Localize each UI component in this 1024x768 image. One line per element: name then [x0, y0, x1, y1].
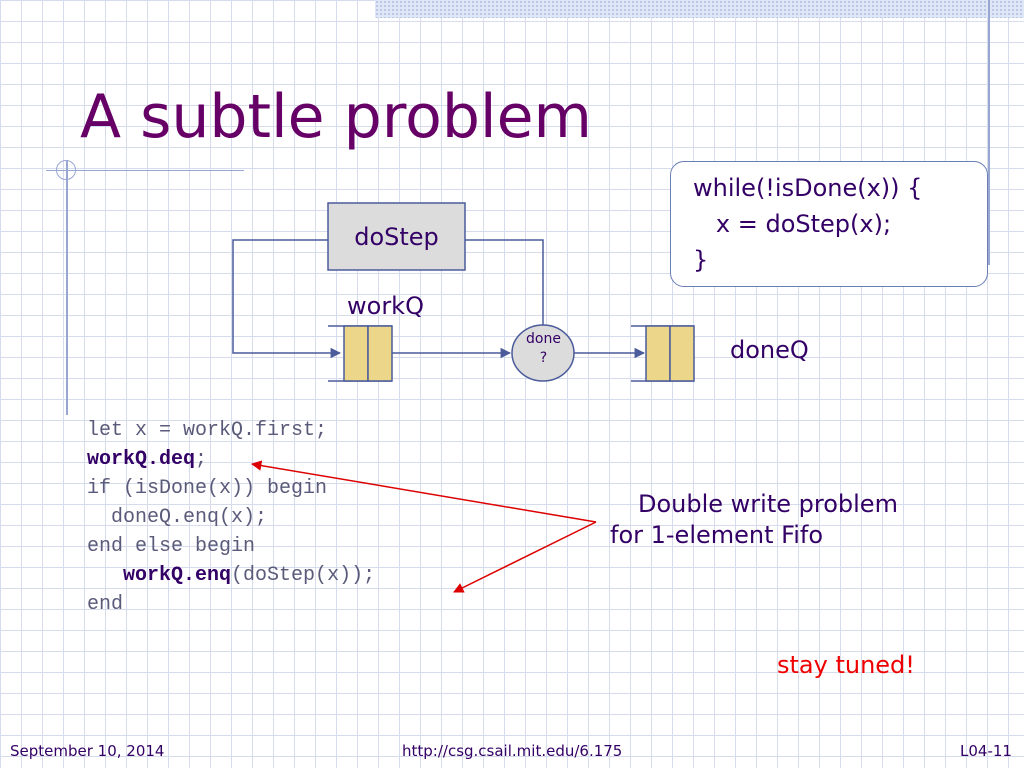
- note-line-2: for 1-element Fifo: [610, 521, 824, 549]
- footer-date: September 10, 2014: [10, 742, 165, 760]
- done-to-dostep-line: [465, 239, 544, 326]
- left-decor-line: [66, 160, 68, 415]
- code-line-1: let x = workQ.first;: [87, 419, 328, 442]
- footer-url: http://csg.csail.mit.edu/6.175: [402, 742, 623, 760]
- code-line-6-indent: [87, 564, 123, 587]
- note-line-1: Double write problem: [638, 490, 898, 518]
- code-deq-call: workQ.deq: [87, 448, 196, 471]
- red-arrow-to-deq: [250, 460, 597, 523]
- feedback-loop-line: [232, 239, 342, 359]
- code-line-3: if (isDone(x)) begin: [87, 477, 328, 500]
- workq-fifo: [328, 325, 393, 382]
- loop-code-box: while(!isDone(x)) { x = doStep(x); }: [670, 161, 988, 287]
- doneq-label: doneQ: [730, 336, 809, 364]
- right-decor-line: [988, 0, 990, 265]
- code-line-4: doneQ.enq(x);: [87, 506, 268, 529]
- loop-code-line-1: while(!isDone(x)) {: [693, 174, 923, 202]
- code-line-6: workQ.enq(doStep(x));: [87, 561, 375, 590]
- code-line-2-rest: ;: [195, 448, 208, 471]
- footer-page-number: L04-11: [960, 742, 1012, 760]
- done-node-label: done ?: [512, 330, 575, 368]
- title-rule: [46, 170, 244, 171]
- loop-code-line-2: x = doStep(x);: [693, 210, 892, 238]
- stay-tuned-text: stay tuned!: [777, 651, 915, 679]
- rule-code-block: let x = workQ.first; workQ.deq; if (isDo…: [87, 416, 375, 619]
- code-line-2: workQ.deq;: [87, 445, 375, 474]
- loop-code-line-3: }: [693, 246, 709, 274]
- code-line-7: end: [87, 593, 124, 616]
- done-label-line-2: ?: [539, 350, 548, 366]
- title-circle-decor: [56, 160, 76, 180]
- code-line-6-rest: (doStep(x));: [231, 564, 376, 587]
- double-write-note: Double write problem for 1-element Fifo: [610, 489, 898, 551]
- dostep-label: doStep: [354, 222, 439, 251]
- top-decor-band: [375, 0, 1024, 18]
- code-line-5: end else begin: [87, 535, 256, 558]
- code-enq-call: workQ.enq: [123, 564, 232, 587]
- slide-title: A subtle problem: [80, 82, 592, 152]
- doneq-fifo: [631, 325, 695, 382]
- red-arrow-to-enq: [453, 521, 597, 593]
- done-label-line-1: done: [526, 331, 561, 347]
- dostep-box: [327, 202, 466, 271]
- workq-label: workQ: [347, 292, 424, 320]
